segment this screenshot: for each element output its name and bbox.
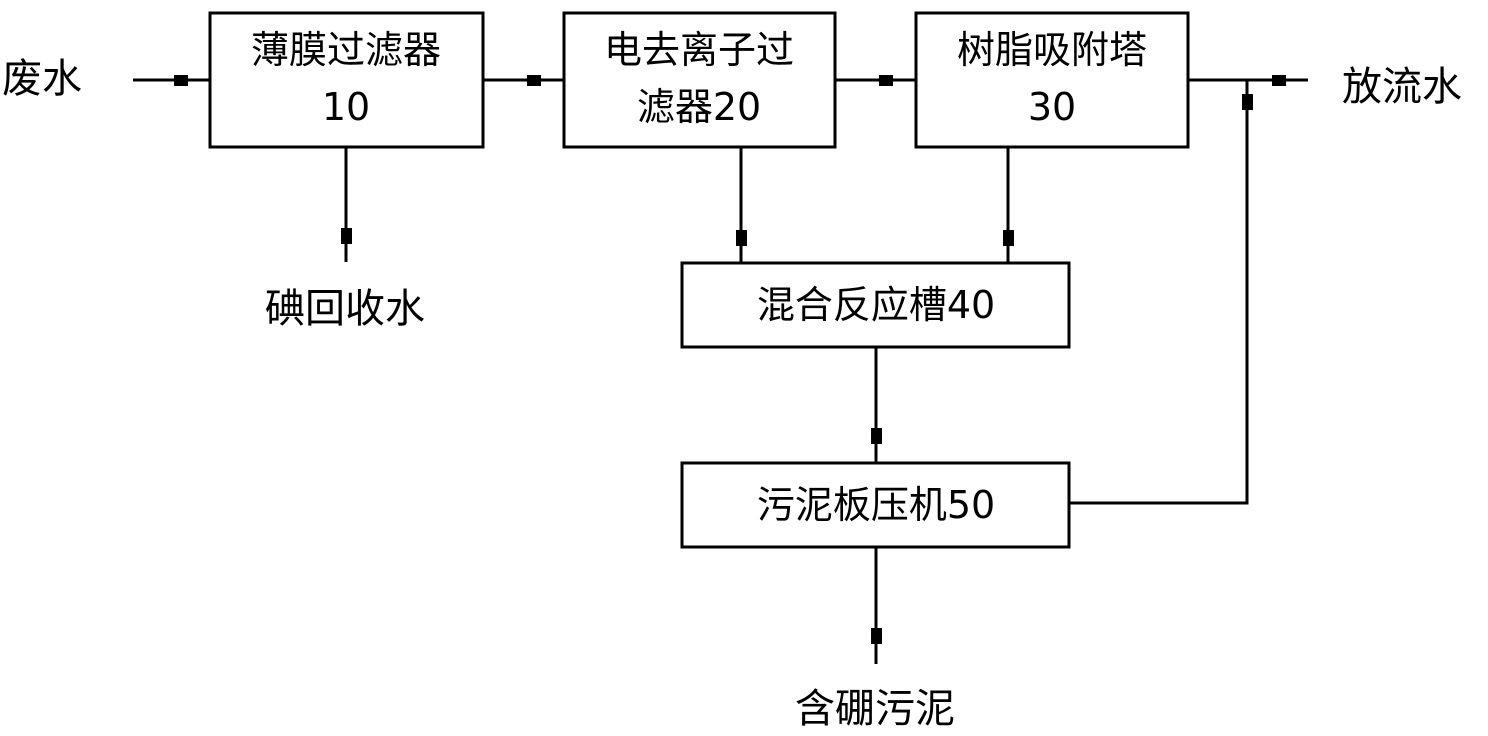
film-filter-node: 薄膜过滤器 10 (208, 11, 485, 149)
sludge-press-node: 污泥板压机50 (680, 461, 1071, 549)
arrow-marker (871, 628, 882, 644)
arrow-marker (1272, 75, 1286, 86)
arrow-marker (879, 75, 893, 86)
edi-filter-box (562, 11, 837, 149)
arrow-marker (736, 230, 747, 246)
arrow-marker (174, 75, 188, 86)
film-filter-box (208, 11, 485, 149)
edi-filter-label-line1: 电去离子过 (604, 28, 794, 72)
mixing-tank-box (680, 261, 1071, 349)
resin-tower-node: 树脂吸附塔 30 (914, 11, 1190, 149)
resin-tower-box (914, 11, 1190, 149)
discharge-out-label: 放流水 (1342, 64, 1462, 110)
arrow-marker (527, 75, 541, 86)
edi-filter-label-line2: 滤器20 (637, 85, 761, 129)
resin-tower-number: 30 (1028, 85, 1076, 129)
boron-sludge-label: 含硼污泥 (795, 686, 955, 732)
flow-press-to-discharge (1069, 80, 1249, 505)
sludge-press-label: 污泥板压机50 (757, 483, 995, 527)
arrow-marker (1242, 94, 1253, 110)
arrow-marker (1003, 230, 1014, 246)
film-filter-number: 10 (322, 85, 370, 129)
arrow-marker (871, 428, 882, 444)
edi-filter-node: 电去离子过 滤器20 (562, 11, 837, 149)
mixing-tank-node: 混合反应槽40 (680, 261, 1071, 349)
iodine-recovery-label: 碘回收水 (265, 286, 425, 332)
arrow-marker (341, 228, 352, 244)
wastewater-in-label: 废水 (2, 56, 82, 102)
film-filter-label: 薄膜过滤器 (251, 28, 441, 72)
mixing-tank-label: 混合反应槽40 (757, 283, 995, 327)
resin-tower-label: 树脂吸附塔 (957, 28, 1147, 72)
